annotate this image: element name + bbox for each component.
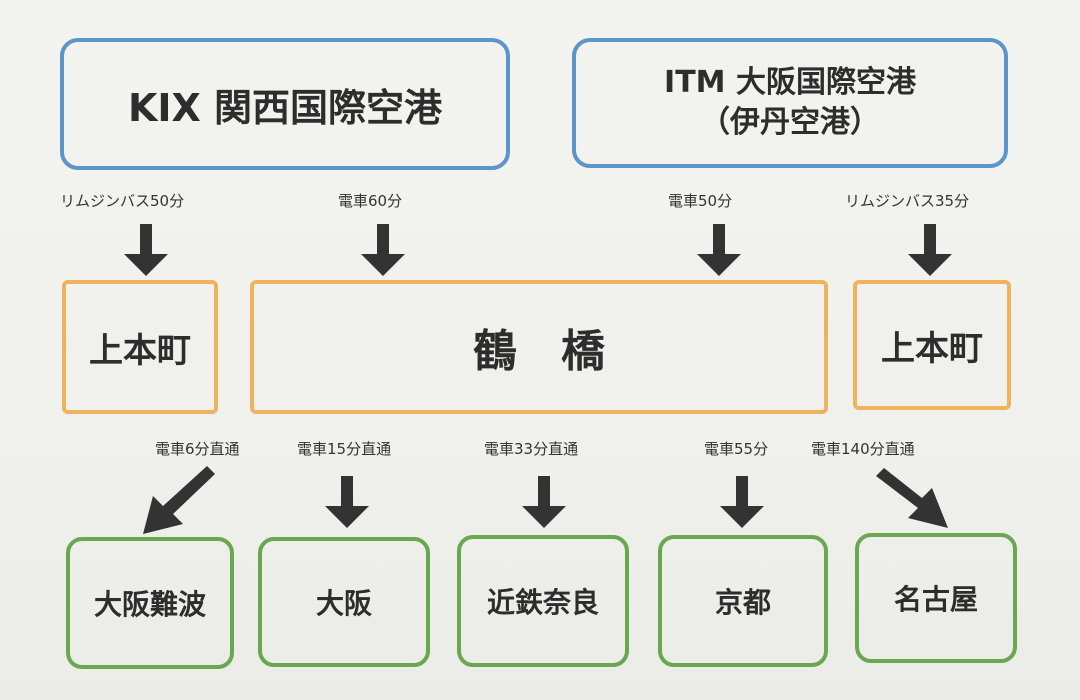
arrow-down-kyoto-icon: [720, 476, 764, 528]
itm-airport-alias: （伊丹空港）: [700, 105, 880, 140]
itm-airport-label: ITM 大阪国際空港: [664, 64, 916, 100]
destination-kyoto-box: 京都: [658, 535, 828, 667]
route-itm-bus-label: リムジンバス35分: [845, 192, 970, 210]
destination-nara-label: 近鉄奈良: [486, 586, 599, 619]
arrow-down-nara-icon: [522, 476, 566, 528]
itm-airport-box: ITM 大阪国際空港 （伊丹空港）: [572, 38, 1008, 168]
arrow-down-kix-bus-icon: [124, 224, 168, 276]
arrow-diagonal-namba-icon: [143, 466, 215, 534]
tsuruhashi-label: 鶴 橋: [473, 326, 605, 377]
arrow-down-osaka-icon: [325, 476, 369, 528]
destination-namba-box: 大阪難波: [66, 537, 234, 669]
uehonmachi-left-box: 上本町: [62, 280, 218, 414]
destination-nara-box: 近鉄奈良: [457, 535, 629, 667]
destination-osaka-box: 大阪: [258, 537, 430, 667]
arrow-diagonal-nagoya-icon: [876, 468, 948, 528]
route-kix-bus-label: リムジンバス50分: [60, 192, 185, 210]
kix-airport-label: KIX 関西国際空港: [127, 85, 443, 130]
destination-osaka-label: 大阪: [315, 587, 372, 620]
uehonmachi-right-label: 上本町: [881, 328, 983, 369]
route-kyoto-label: 電車55分: [704, 440, 769, 458]
tsuruhashi-box: 鶴 橋: [250, 280, 828, 414]
route-namba-label: 電車6分直通: [155, 440, 240, 458]
uehonmachi-left-label: 上本町: [89, 330, 191, 371]
destination-nagoya-label: 名古屋: [893, 583, 978, 616]
route-nara-label: 電車33分直通: [484, 440, 579, 458]
route-kix-train-label: 電車60分: [338, 192, 403, 210]
arrow-down-itm-bus-icon: [908, 224, 952, 276]
route-itm-train-label: 電車50分: [668, 192, 733, 210]
destination-nagoya-box: 名古屋: [855, 533, 1017, 663]
destination-kyoto-label: 京都: [714, 586, 771, 619]
destination-namba-label: 大阪難波: [93, 588, 206, 621]
arrow-down-itm-train-icon: [697, 224, 741, 276]
uehonmachi-right-box: 上本町: [853, 280, 1011, 410]
kix-airport-box: KIX 関西国際空港: [60, 38, 510, 170]
route-osaka-label: 電車15分直通: [297, 440, 392, 458]
arrow-down-kix-train-icon: [361, 224, 405, 276]
route-nagoya-label: 電車140分直通: [811, 440, 915, 458]
